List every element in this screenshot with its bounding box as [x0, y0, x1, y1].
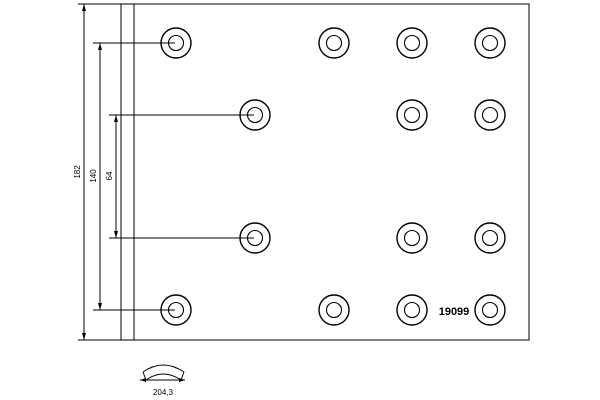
rivet-hole-outer-ring [239, 99, 271, 131]
rivet-hole-outer-ring [396, 27, 428, 59]
rivet-hole [396, 27, 428, 59]
rivet-hole-inner-ring [481, 229, 499, 247]
rivet-hole-outer-ring [474, 27, 506, 59]
rivet-hole-outer-ring [160, 27, 192, 59]
rivet-hole-outer-ring [160, 294, 192, 326]
rivet-hole-inner-ring [481, 34, 499, 52]
rivet-hole [160, 27, 192, 59]
rivet-hole-outer-ring [474, 294, 506, 326]
rivet-hole-inner-ring [403, 34, 421, 52]
rivet-hole-outer-ring [474, 222, 506, 254]
dimension-label-140: 140 [89, 169, 98, 183]
rivet-hole-inner-ring [167, 301, 185, 319]
rivet-hole-inner-ring [246, 106, 264, 124]
rivet-hole-inner-ring [325, 301, 343, 319]
dimension-outer-hole-spacing: 140 [89, 42, 175, 311]
rivet-hole [160, 294, 192, 326]
rivet-hole-inner-ring [325, 34, 343, 52]
rivet-hole [396, 99, 428, 131]
rivet-hole-inner-ring [403, 229, 421, 247]
rivet-hole [318, 27, 350, 59]
rivet-hole-inner-ring [403, 301, 421, 319]
dimension-inner-hole-spacing: 64 [105, 114, 254, 239]
rivet-hole [318, 294, 350, 326]
rivet-hole-outer-ring [396, 294, 428, 326]
lining-plate-outline [120, 3, 530, 341]
rivet-hole-outer-ring [396, 222, 428, 254]
rivet-hole-outer-ring [239, 222, 271, 254]
rivet-hole-outer-ring [318, 294, 350, 326]
rivet-hole-inner-ring [403, 106, 421, 124]
part-number-label: 19099 [439, 306, 470, 318]
rivet-hole-outer-ring [474, 99, 506, 131]
rivet-hole-inner-ring [246, 229, 264, 247]
rivet-hole [396, 294, 428, 326]
rivet-hole [239, 99, 271, 131]
rivet-hole [474, 99, 506, 131]
rivet-hole [474, 222, 506, 254]
rivet-hole [396, 222, 428, 254]
rivet-holes [160, 27, 506, 326]
rivet-hole-outer-ring [396, 99, 428, 131]
dimension-label-arc-length: 204,3 [153, 388, 174, 397]
rivet-hole-inner-ring [167, 34, 185, 52]
rivet-hole-inner-ring [481, 301, 499, 319]
rivet-hole [239, 222, 271, 254]
arc-length-symbol [140, 364, 185, 382]
rivet-hole [474, 294, 506, 326]
rivet-hole-inner-ring [481, 106, 499, 124]
rivet-hole-outer-ring [318, 27, 350, 59]
dimension-label-182: 182 [73, 165, 82, 179]
dimension-overall-height: 182 [73, 3, 121, 341]
rivet-hole [474, 27, 506, 59]
dimension-label-64: 64 [105, 171, 114, 180]
